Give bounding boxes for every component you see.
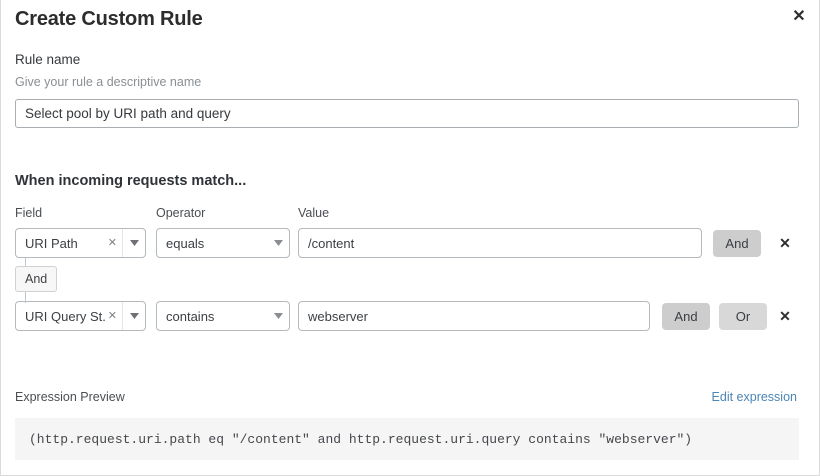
field-select-row-2[interactable]: URI Query St... ✕	[15, 301, 146, 331]
delete-row-icon[interactable]: ✕	[774, 305, 796, 327]
rule-name-input[interactable]	[15, 99, 799, 128]
expression-preview-box: (http.request.uri.path eq "/content" and…	[15, 418, 799, 460]
connector-and-label: And	[25, 272, 48, 286]
chevron-down-icon[interactable]	[123, 313, 145, 319]
divider	[122, 302, 123, 330]
chevron-down-icon[interactable]	[267, 240, 289, 246]
expression-preview-code: (http.request.uri.path eq "/content" and…	[29, 431, 693, 447]
page-title: Create Custom Rule	[15, 8, 203, 30]
column-header-value: Value	[298, 206, 330, 220]
close-icon[interactable]: ✕	[787, 5, 811, 29]
logic-or-button-row-2[interactable]: Or	[719, 303, 767, 330]
delete-row-icon[interactable]: ✕	[774, 232, 796, 254]
logic-and-button-row-1[interactable]: And	[713, 230, 761, 257]
rule-name-description: Give your rule a descriptive name	[15, 75, 202, 89]
rule-name-label: Rule name	[15, 52, 81, 67]
connector-and-badge[interactable]: And	[15, 266, 58, 292]
chevron-down-icon[interactable]	[267, 313, 289, 319]
chevron-down-icon[interactable]	[123, 240, 145, 246]
operator-select-value: equals	[166, 235, 205, 251]
operator-select-row-1[interactable]: equals	[156, 228, 290, 258]
clear-x-icon[interactable]: ✕	[107, 236, 117, 249]
field-select-value: URI Path	[25, 235, 78, 251]
clear-x-icon[interactable]: ✕	[107, 309, 117, 322]
operator-select-value: contains	[166, 308, 215, 324]
field-select-value: URI Query St...	[25, 308, 106, 324]
column-header-field: Field	[15, 206, 43, 220]
match-section-heading: When incoming requests match...	[15, 173, 247, 189]
value-input-row-2[interactable]	[298, 301, 650, 331]
divider	[122, 229, 123, 257]
edit-expression-link[interactable]: Edit expression	[711, 390, 797, 404]
logic-and-button-row-2[interactable]: And	[662, 303, 710, 330]
column-header-operator: Operator	[156, 206, 206, 220]
operator-select-row-2[interactable]: contains	[156, 301, 290, 331]
expression-preview-label: Expression Preview	[15, 390, 125, 404]
value-input-row-1[interactable]	[298, 228, 702, 258]
field-select-row-1[interactable]: URI Path ✕	[15, 228, 146, 258]
